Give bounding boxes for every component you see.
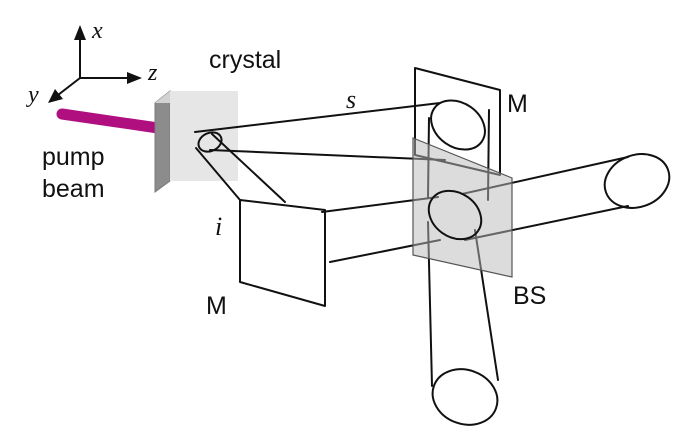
idler-beam-upper xyxy=(211,133,286,203)
signal-beam-upper xyxy=(194,102,441,133)
y-axis-label: y xyxy=(26,82,39,108)
signal-beam-lower xyxy=(209,149,446,161)
idler-mirror xyxy=(239,199,326,307)
idler-mirror-label: M xyxy=(206,292,227,320)
signal-spot-on-mirror xyxy=(430,99,486,151)
idler-label: i xyxy=(215,212,222,241)
output-spot-bottom xyxy=(431,368,499,426)
crystal-side-face xyxy=(154,89,171,193)
pump-label-line1: pump xyxy=(42,143,105,171)
pump-beam xyxy=(56,108,164,134)
pump-label-line2: beam xyxy=(42,175,105,203)
x-axis-arrowhead xyxy=(74,25,86,40)
idler-beam-lower xyxy=(195,147,241,201)
beam-splitter xyxy=(412,137,513,278)
z-axis-arrowhead xyxy=(127,72,142,84)
beam-spot-on-splitter xyxy=(427,189,483,241)
signal-label: s xyxy=(346,85,356,114)
z-axis-label: z xyxy=(147,60,158,86)
beam-paths xyxy=(194,102,629,387)
y-axis-arrow xyxy=(57,77,81,96)
beam-splitter-label: BS xyxy=(513,282,546,310)
crystal-label: crystal xyxy=(209,46,281,74)
signal-mirror-label: M xyxy=(507,90,528,118)
x-axis-label: x xyxy=(91,18,103,44)
crystal xyxy=(154,89,238,193)
y-axis-arrowhead xyxy=(48,89,63,103)
coordinate-axes: x y z xyxy=(26,18,158,108)
output-spot-right xyxy=(603,153,671,209)
crystal-output-spot xyxy=(197,131,223,153)
